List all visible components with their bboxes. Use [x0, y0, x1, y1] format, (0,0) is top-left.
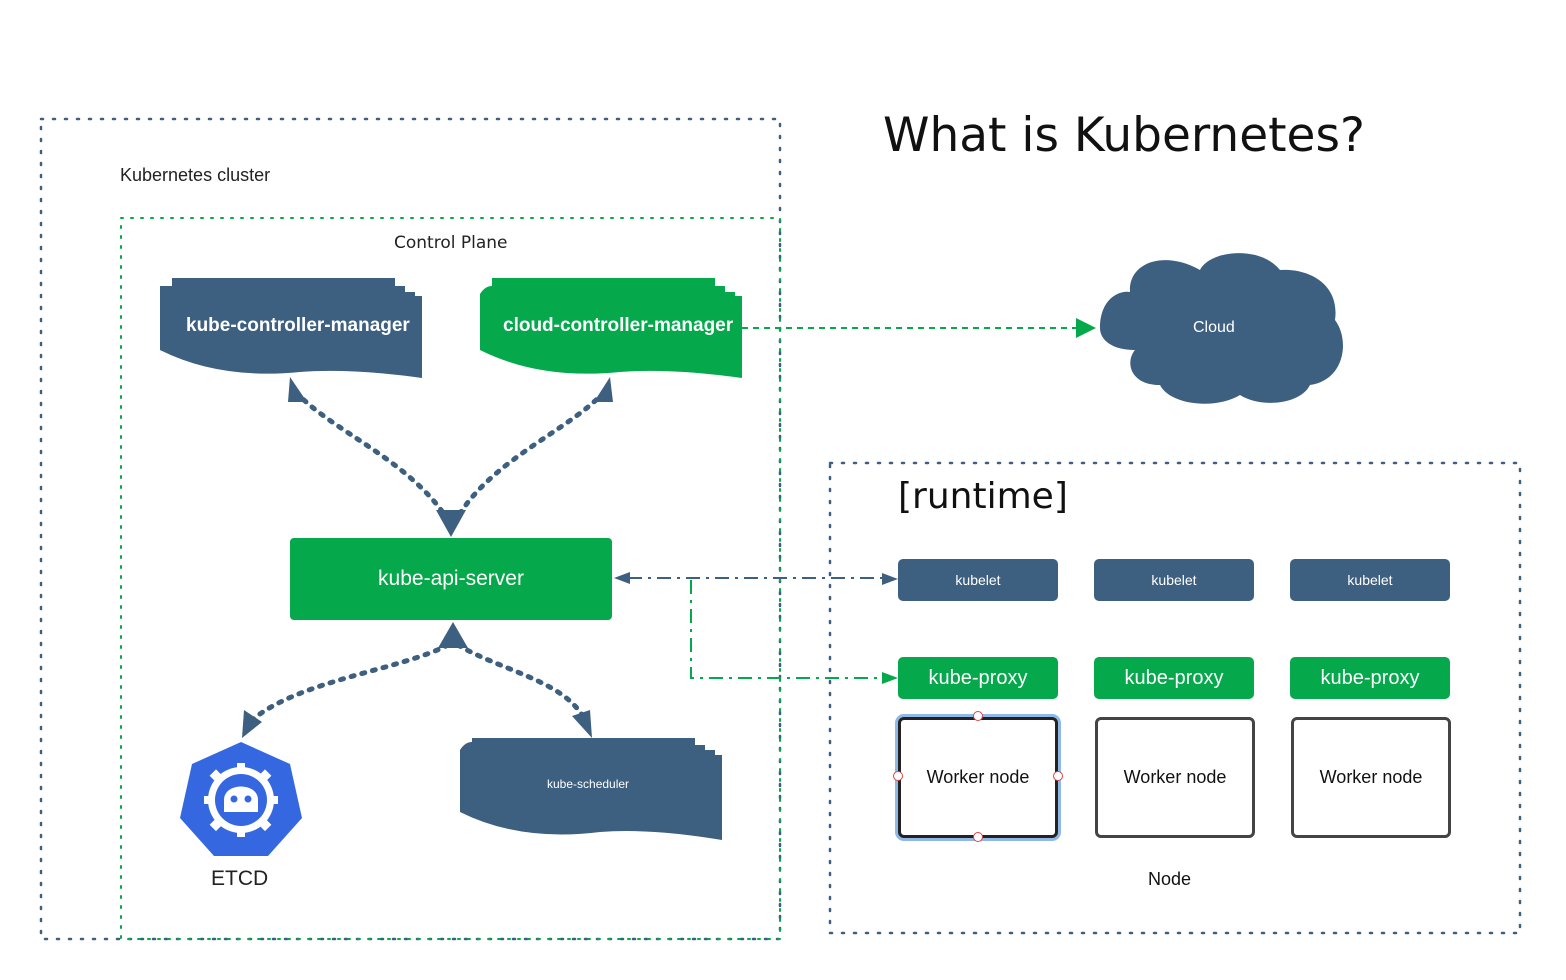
kube-scheduler-label: kube-scheduler — [547, 777, 630, 791]
kube-proxy-box[interactable]: kube-proxy — [898, 657, 1058, 699]
cloud-controller-manager-shape[interactable] — [480, 278, 742, 378]
resize-handle-left[interactable] — [893, 771, 903, 781]
kubelet-box[interactable]: kubelet — [1290, 559, 1450, 601]
kube-controller-manager-shape[interactable] — [160, 278, 422, 378]
kubelet-box[interactable]: kubelet — [898, 559, 1058, 601]
arrow-api-scheduler — [455, 642, 585, 718]
kube-proxy-box[interactable]: kube-proxy — [1094, 657, 1254, 699]
arrowhead-api-top — [436, 510, 466, 537]
arrow-api-etcd — [249, 642, 451, 723]
resize-handle-top[interactable] — [973, 711, 983, 721]
kube-controller-manager-label: kube-controller-manager — [186, 315, 410, 336]
kubelet-box[interactable]: kubelet — [1094, 559, 1254, 601]
worker-node-box[interactable]: Worker node — [1095, 717, 1255, 838]
etcd-logo-icon — [180, 742, 302, 856]
node-boundary — [828, 461, 1522, 935]
cloud-shape[interactable] — [1100, 253, 1343, 404]
cloud-label: Cloud — [1193, 319, 1235, 336]
arrowhead-etcd — [242, 710, 262, 738]
arrowhead-api-left — [614, 572, 630, 584]
arrowhead-scheduler — [572, 710, 592, 738]
cluster-label: Kubernetes cluster — [120, 165, 271, 185]
arrowhead-proxy — [882, 672, 898, 684]
resize-handle-bottom[interactable] — [973, 832, 983, 842]
kube-proxy-box[interactable]: kube-proxy — [1290, 657, 1450, 699]
arrow-kcm-api — [293, 389, 451, 523]
worker-node-box[interactable]: Worker node — [1291, 717, 1451, 838]
arrow-api-proxy — [690, 580, 890, 679]
worker-node-box-selected[interactable]: Worker node — [898, 717, 1058, 838]
kube-scheduler-shape[interactable] — [460, 738, 722, 840]
node-label: Node — [1148, 869, 1192, 889]
resize-handle-right[interactable] — [1053, 771, 1063, 781]
runtime-label: [runtime] — [898, 476, 1068, 517]
etcd-label: ETCD — [211, 867, 269, 890]
control-plane-label: Control Plane — [394, 233, 508, 253]
cloud-controller-manager-label: cloud-controller-manager — [503, 315, 734, 336]
arrowhead-ccm — [594, 377, 613, 402]
kube-api-server-box[interactable]: kube-api-server — [290, 538, 612, 620]
arrowhead-api-bottom — [438, 622, 468, 648]
arrowhead-kcm — [288, 377, 307, 402]
arrowhead-kubelet — [882, 573, 898, 585]
arrow-ccm-api — [453, 389, 607, 523]
page-title: What is Kubernetes? — [883, 108, 1365, 163]
